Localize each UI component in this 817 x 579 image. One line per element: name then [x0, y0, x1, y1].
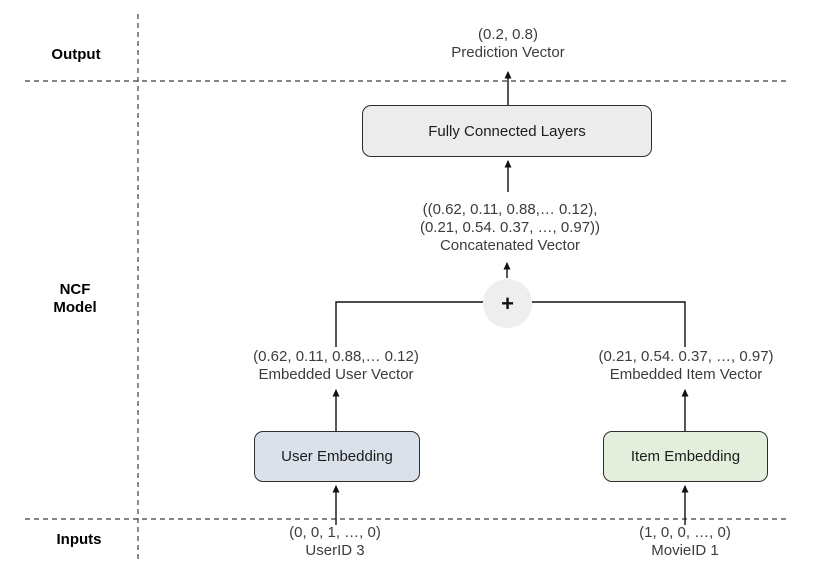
embedded-user-vector-annotation: (0.62, 0.11, 0.88,… 0.12) Embedded User …	[253, 348, 419, 384]
concatenated-vector-values-line2: (0.21, 0.54. 0.37, …, 0.97))	[419, 219, 601, 236]
concatenation-plus-node: +	[483, 279, 532, 328]
fully-connected-layers-box: Fully Connected Layers	[362, 105, 652, 157]
item-input-annotation: (1, 0, 0, …, 0) MovieID 1	[639, 524, 731, 560]
user-input-label: UserID 3	[305, 542, 365, 559]
embedded-item-vector-annotation: (0.21, 0.54. 0.37, …, 0.97) Embedded Ite…	[598, 348, 773, 384]
user-embedding-label: User Embedding	[281, 448, 393, 465]
embedded-user-vector-values: (0.62, 0.11, 0.88,… 0.12)	[253, 348, 419, 365]
flow-arrows	[332, 71, 689, 525]
prediction-vector-label: Prediction Vector	[451, 44, 565, 61]
plus-icon: +	[501, 290, 514, 316]
user-input-values: (0, 0, 1, …, 0)	[289, 524, 381, 541]
section-divider-lines	[25, 14, 790, 562]
section-label-inputs: Inputs	[56, 531, 102, 548]
embedded-item-vector-label: Embedded Item Vector	[609, 366, 763, 383]
section-label-ncf-model-line1: NCF	[59, 281, 91, 298]
user-embedding-box: User Embedding	[254, 431, 420, 482]
item-input-label: MovieID 1	[651, 542, 719, 559]
section-label-output: Output	[51, 46, 101, 63]
item-embedding-label: Item Embedding	[630, 448, 741, 465]
item-embedding-box: Item Embedding	[603, 431, 768, 482]
concatenated-vector-annotation: ((0.62, 0.11, 0.88,… 0.12), (0.21, 0.54.…	[420, 201, 600, 255]
section-label-ncf-model-line2: Model	[53, 299, 97, 316]
embedded-user-vector-label: Embedded User Vector	[258, 366, 414, 383]
concatenated-vector-values-line1: ((0.62, 0.11, 0.88,… 0.12),	[422, 201, 598, 218]
concatenated-vector-label: Concatenated Vector	[439, 237, 581, 254]
prediction-vector-annotation: (0.2, 0.8) Prediction Vector	[451, 26, 564, 62]
fully-connected-layers-label: Fully Connected Layers	[428, 122, 586, 140]
embedded-item-vector-values: (0.21, 0.54. 0.37, …, 0.97)	[598, 348, 774, 365]
prediction-vector-values: (0.2, 0.8)	[477, 26, 539, 43]
item-input-values: (1, 0, 0, …, 0)	[639, 524, 731, 541]
user-input-annotation: (0, 0, 1, …, 0) UserID 3	[289, 524, 381, 560]
section-label-ncf-model: NCF Model	[53, 281, 96, 317]
